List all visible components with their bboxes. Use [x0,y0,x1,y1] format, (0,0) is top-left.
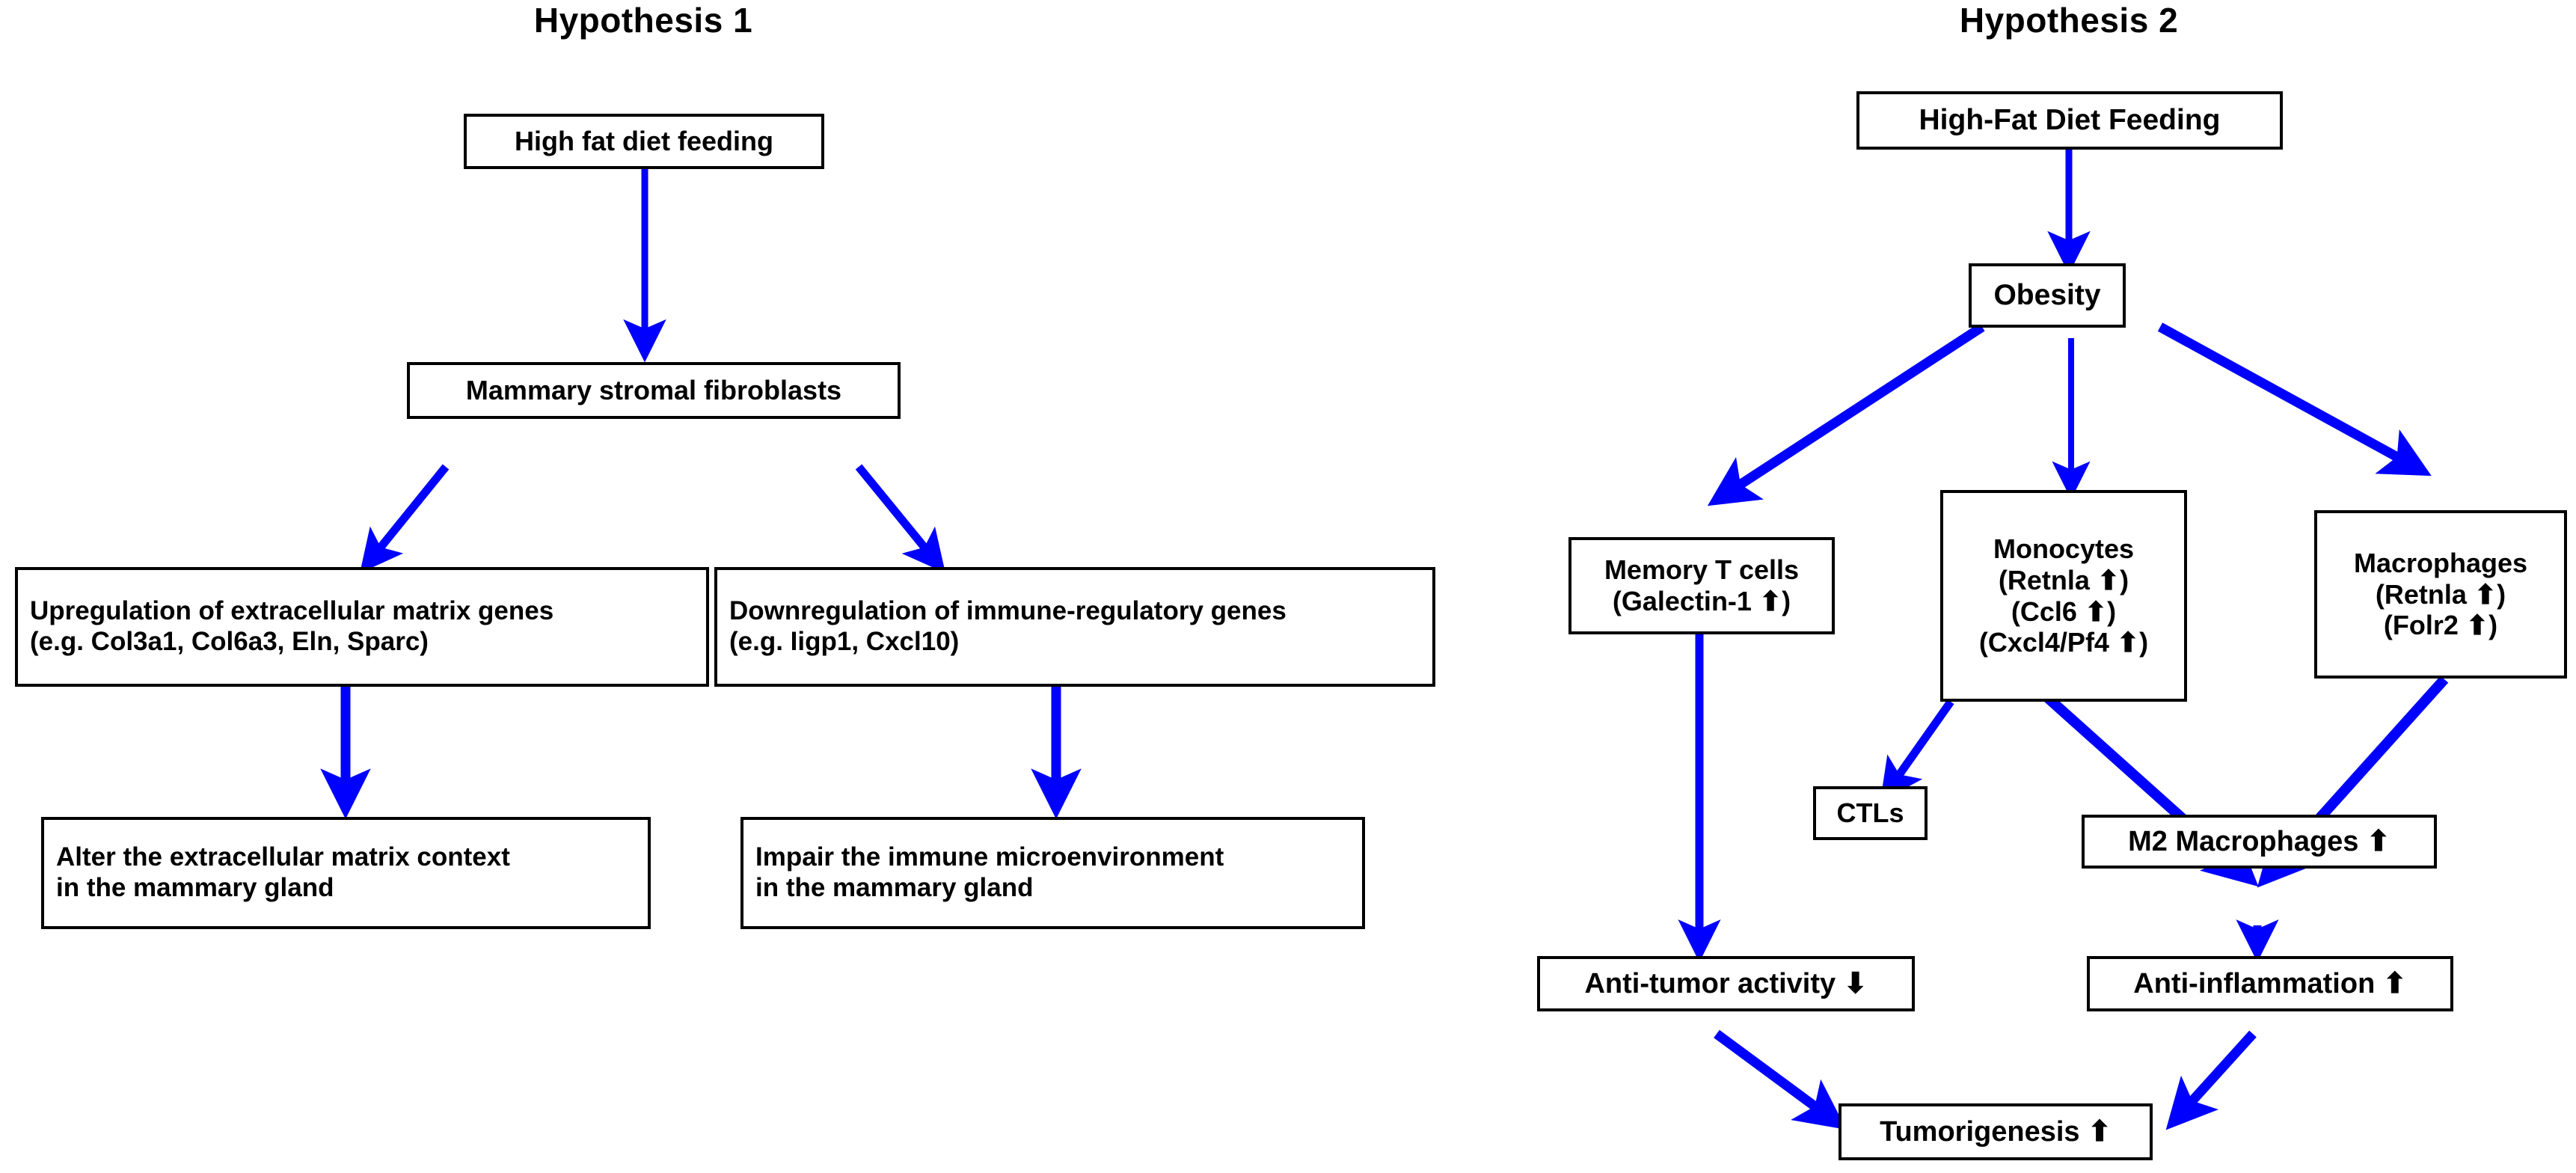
node-line: High-Fat Diet Feeding [1919,104,2221,137]
node-line: Alter the extracellular matrix context [56,842,510,872]
hypothesis-2-title: Hypothesis 2 [1959,1,2179,40]
node-mammary-stromal-fibroblasts[interactable]: Mammary stromal fibroblasts [407,362,901,419]
node-anti-inflammation[interactable]: Anti-inflammation ⬆ [2087,956,2453,1011]
node-line: in the mammary gland [755,873,1034,902]
node-downregulation-immune-genes[interactable]: Downregulation of immune-regulatory gene… [714,567,1435,687]
node-upregulation-ecm-genes[interactable]: Upregulation of extracellular matrix gen… [15,567,709,687]
node-line: Upregulation of extracellular matrix gen… [30,596,554,626]
node-line: (e.g. Col3a1, Col6a3, Eln, Sparc) [30,627,429,656]
node-m2-macrophages[interactable]: M2 Macrophages ⬆ [2082,815,2437,869]
node-ctls[interactable]: CTLs [1813,786,1928,840]
node-obesity[interactable]: Obesity [1969,263,2126,328]
edge-antiinflam-to-tumorigenesis [2165,1030,2257,1130]
edge-antitumor-to-tumorigenesis [1714,1029,1847,1130]
hypothesis-1-title: Hypothesis 1 [533,1,753,40]
node-line: (Galectin-1 ⬆) [1612,586,1791,616]
node-high-fat-diet-feeding[interactable]: High fat diet feeding [464,114,824,169]
node-anti-tumor-activity[interactable]: Anti-tumor activity ⬇ [1537,956,1915,1011]
node-line: (Ccl6 ⬆) [2011,595,2117,627]
edge-fibroblasts-to-upregulation [360,464,450,574]
edge-obesity-to-macrophages [2157,322,2432,477]
node-line: High fat diet feeding [515,126,773,157]
node-line: (e.g. Iigp1, Cxcl10) [729,627,960,656]
node-line: in the mammary gland [56,873,334,902]
node-line: CTLs [1836,797,1904,829]
edge-obesity-to-memory-t [1707,322,1985,506]
edge-monocytes-to-ctls [1880,699,1954,802]
node-line: Macrophages [2353,547,2528,578]
node-line: Anti-inflammation ⬆ [2133,967,2407,999]
node-monocytes[interactable]: Monocytes (Retnla ⬆) (Ccl6 ⬆) (Cxcl4/Pf4… [1940,490,2187,702]
node-line: (Retnla ⬆) [1998,564,2129,595]
node-line: Monocytes [1993,533,2135,564]
node-line: Impair the immune microenvironment [755,842,1224,872]
node-line: Mammary stromal fibroblasts [465,375,842,406]
node-line: Anti-tumor activity ⬇ [1584,967,1868,999]
node-line: (Folr2 ⬆) [2383,610,2498,641]
node-h2-high-fat-diet-feeding[interactable]: High-Fat Diet Feeding [1856,91,2283,150]
node-line: (Retnla ⬆) [2375,578,2506,610]
node-line: Downregulation of immune-regulatory gene… [729,596,1287,626]
edge-fibroblasts-to-downregulation [855,464,946,574]
node-line: M2 Macrophages ⬆ [2128,825,2391,857]
node-line: Obesity [1993,279,2101,312]
node-tumorigenesis[interactable]: Tumorigenesis ⬆ [1839,1103,2153,1160]
node-impair-immune-microenvironment[interactable]: Impair the immune microenvironment in th… [740,817,1365,929]
node-line: Tumorigenesis ⬆ [1880,1115,2112,1148]
node-alter-ecm-context[interactable]: Alter the extracellular matrix context i… [41,817,651,929]
node-memory-t-cells[interactable]: Memory T cells (Galectin-1 ⬆) [1568,537,1835,634]
node-line: Memory T cells [1604,554,1800,586]
node-line: (Cxcl4/Pf4 ⬆) [1978,627,2149,658]
node-macrophages[interactable]: Macrophages (Retnla ⬆) (Folr2 ⬆) [2314,510,2567,679]
